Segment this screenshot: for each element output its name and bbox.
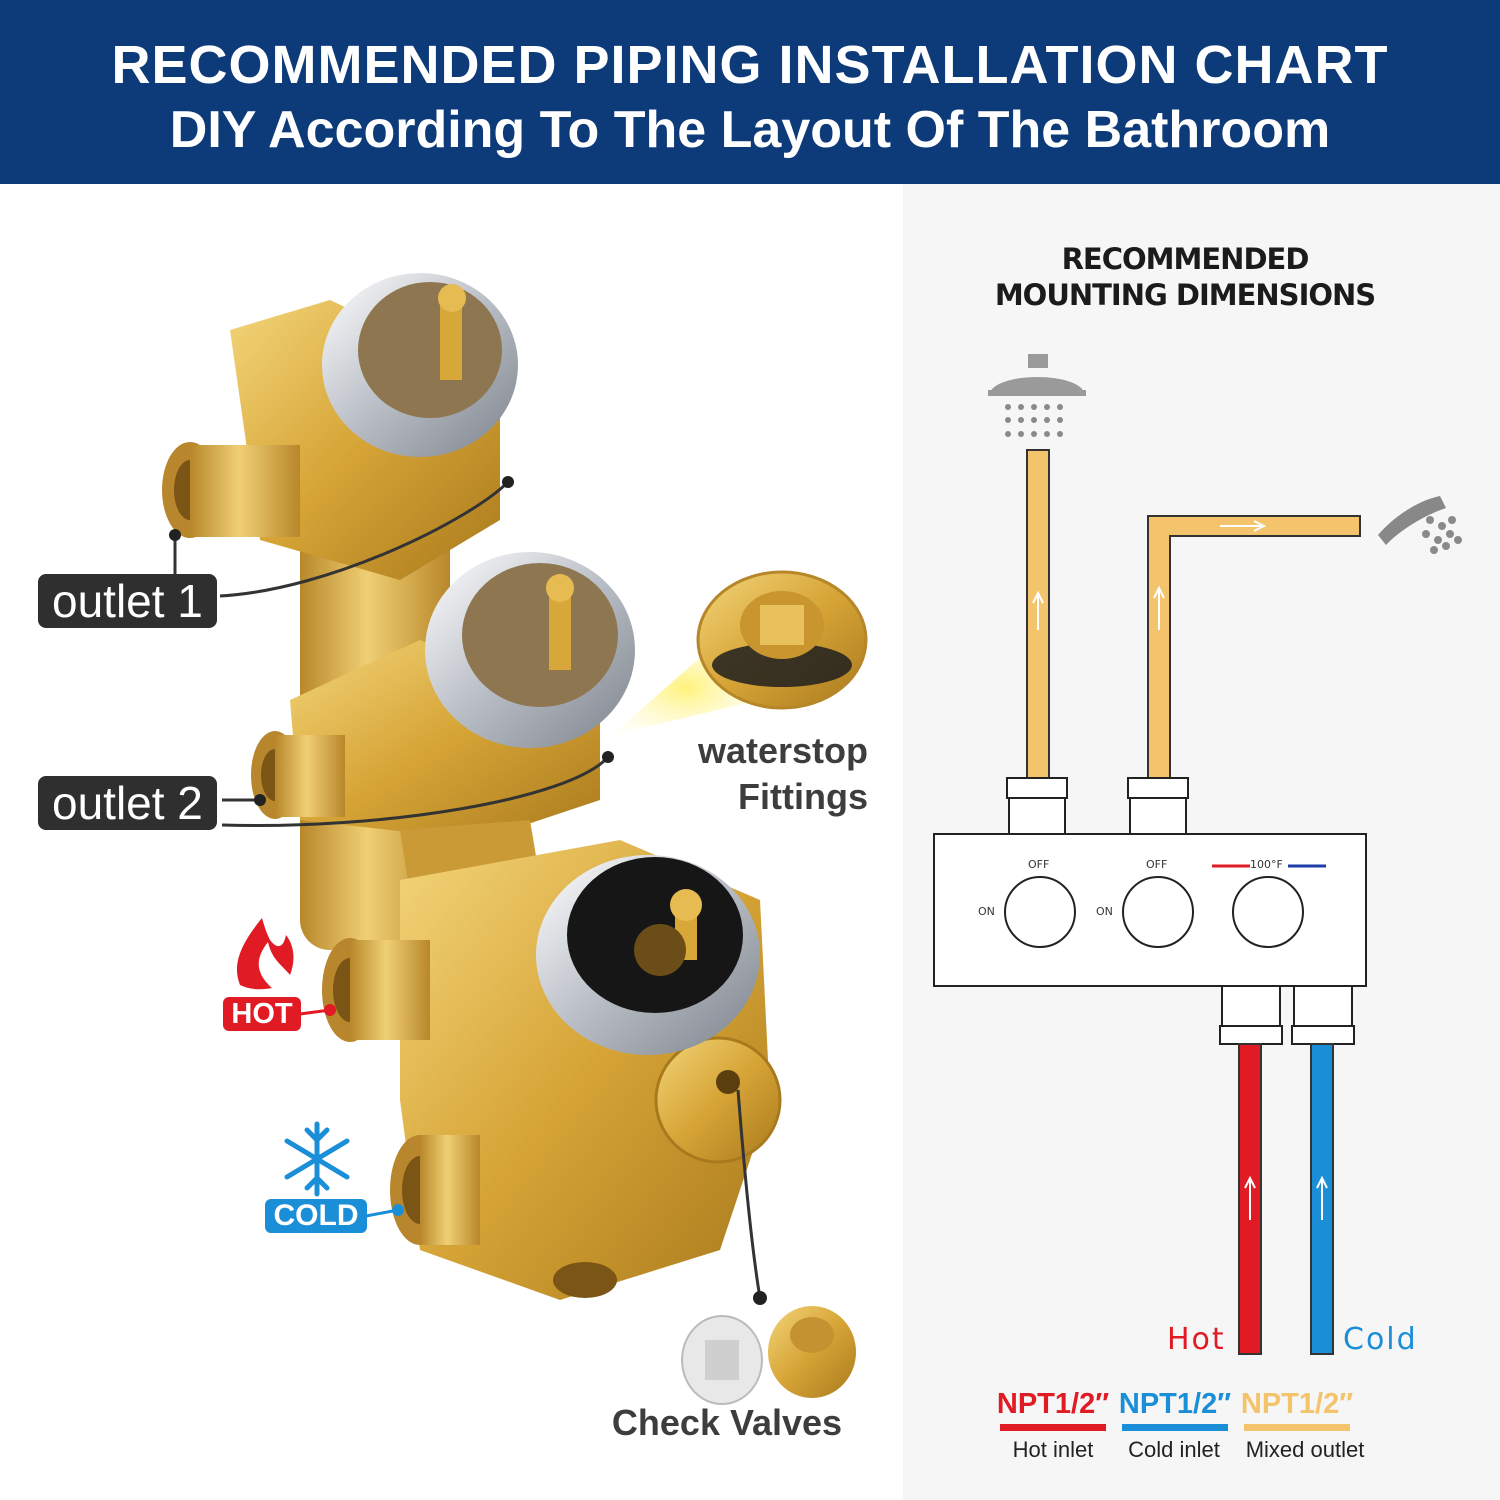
hot-badge: HOT [223, 997, 301, 1031]
bottom-fittings [1219, 985, 1355, 1045]
off-label-2: OFF [1146, 858, 1168, 871]
page-subtitle: DIY According To The Layout Of The Bathr… [169, 101, 1331, 159]
mixed-outlet-pipe-1 [1026, 449, 1050, 779]
legend-bar-hot [1000, 1424, 1106, 1431]
cold-pipe-label: Cold [1343, 1322, 1418, 1357]
flame-icon [236, 918, 294, 990]
page-title: RECOMMENDED PIPING INSTALLATION CHART [111, 35, 1389, 95]
diagram-title-line1: RECOMMENDED [1061, 242, 1310, 276]
chrome-cap-middle [425, 552, 635, 748]
diverter-knob-1 [1004, 876, 1076, 948]
header-banner: RECOMMENDED PIPING INSTALLATION CHART DI… [0, 0, 1500, 184]
check-valve-cap [654, 1036, 782, 1164]
on-label-1: ON [978, 905, 995, 918]
legend-npt-hot: NPT1/2″ [996, 1388, 1110, 1420]
cold-supply-pipe [1310, 1043, 1334, 1355]
legend-bar-mixed [1244, 1424, 1350, 1431]
off-label-1: OFF [1028, 858, 1050, 871]
chrome-cap-top [322, 273, 518, 457]
legend-desc-cold: Cold inlet [1128, 1437, 1220, 1462]
cold-badge: COLD [265, 1199, 367, 1233]
top-fittings [1006, 777, 1189, 835]
snowflake-icon [284, 1121, 350, 1197]
check-valve-white-image [681, 1315, 763, 1405]
waterstop-label-line2: Fittings [738, 776, 868, 817]
mixed-outlet-pipe-2 [1147, 515, 1361, 779]
diagram-title-line2: MOUNTING DIMENSIONS [994, 278, 1376, 312]
shower-head-icon [988, 354, 1086, 437]
legend-npt-cold: NPT1/2″ [1118, 1388, 1232, 1420]
outlet1-label: outlet 1 [38, 574, 217, 628]
legend-desc-hot: Hot inlet [1012, 1437, 1094, 1462]
hot-pipe-label: Hot [1167, 1322, 1226, 1357]
waterstop-label-line1: waterstop [697, 730, 868, 771]
legend-npt-mixed: NPT1/2″ [1240, 1388, 1354, 1420]
on-label-2: ON [1096, 905, 1113, 918]
hot-supply-pipe [1238, 1043, 1262, 1355]
bottom-port [553, 1262, 617, 1298]
waterstop-fitting-image [696, 570, 868, 710]
temperature-knob [1232, 876, 1304, 948]
hand-shower-icon [1378, 496, 1462, 554]
diverter-knob-2 [1122, 876, 1194, 948]
chrome-cap-bottom [536, 855, 760, 1055]
check-valve-brass-image [768, 1306, 856, 1398]
check-valves-label: Check Valves [611, 1402, 843, 1443]
temperature-label: 100°F [1250, 858, 1283, 871]
valve-body-illustration [162, 273, 782, 1300]
legend-bar-cold [1122, 1424, 1228, 1431]
outlet2-label: outlet 2 [38, 776, 217, 830]
legend-desc-mixed: Mixed outlet [1245, 1437, 1365, 1462]
